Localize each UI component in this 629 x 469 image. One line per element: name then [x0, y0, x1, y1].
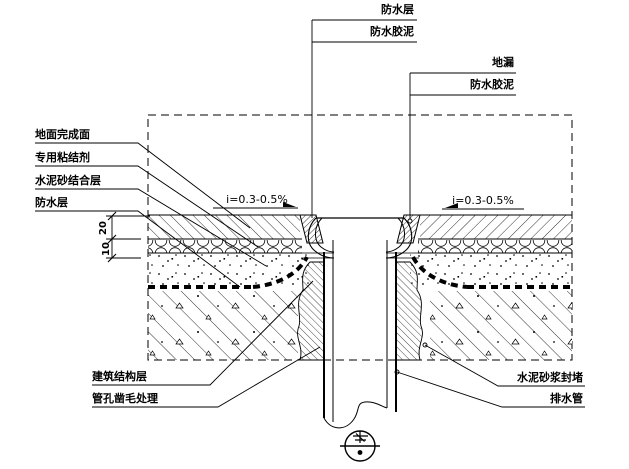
label-waterproof-mastic-top: 防水胶泥 — [370, 25, 414, 38]
waterproof-membrane — [148, 255, 572, 289]
tile-finish-layer — [148, 214, 572, 240]
label-mortar-sealing: 水泥砂浆封堵 — [517, 371, 583, 384]
detail-bubble — [340, 430, 380, 462]
label-pipe-hole-treatment: 管孔凿毛处理 — [92, 392, 158, 405]
mortar-sealing-zones — [297, 261, 423, 361]
detail-bubble-dot — [357, 450, 363, 455]
dimension-lines — [106, 211, 150, 263]
dimension-10: 10 — [101, 242, 112, 256]
label-slope-left: i=0.3-0.5% — [226, 193, 288, 206]
label-structure-layer: 建筑结构层 — [92, 370, 147, 383]
drain-pipe — [323, 240, 397, 429]
drain-flange-blocks — [299, 214, 421, 244]
label-finish-surface: 地面完成面 — [35, 128, 90, 141]
label-special-adhesive: 专用粘结剂 — [35, 151, 90, 164]
adhesive-layer — [148, 240, 572, 254]
label-waterproof-layer-top: 防水层 — [381, 3, 414, 16]
structure-layer — [148, 291, 572, 360]
mortar-bonding-layer — [148, 254, 572, 286]
leader-lines — [35, 19, 585, 408]
label-waterproof-layer-left: 防水层 — [35, 196, 68, 209]
label-floor-drain: 地漏 — [492, 56, 514, 69]
label-mortar-bonding-layer: 水泥砂结合层 — [35, 174, 101, 187]
label-drain-pipe: 排水管 — [550, 392, 583, 405]
label-slope-right: i=0.3-0.5% — [452, 194, 514, 207]
pipe-break-line — [323, 401, 388, 429]
label-waterproof-mastic-right: 防水胶泥 — [470, 78, 514, 91]
slope-marks — [213, 202, 524, 210]
detail-bubble-mark — [353, 431, 368, 443]
floor-drain-body — [301, 217, 419, 259]
